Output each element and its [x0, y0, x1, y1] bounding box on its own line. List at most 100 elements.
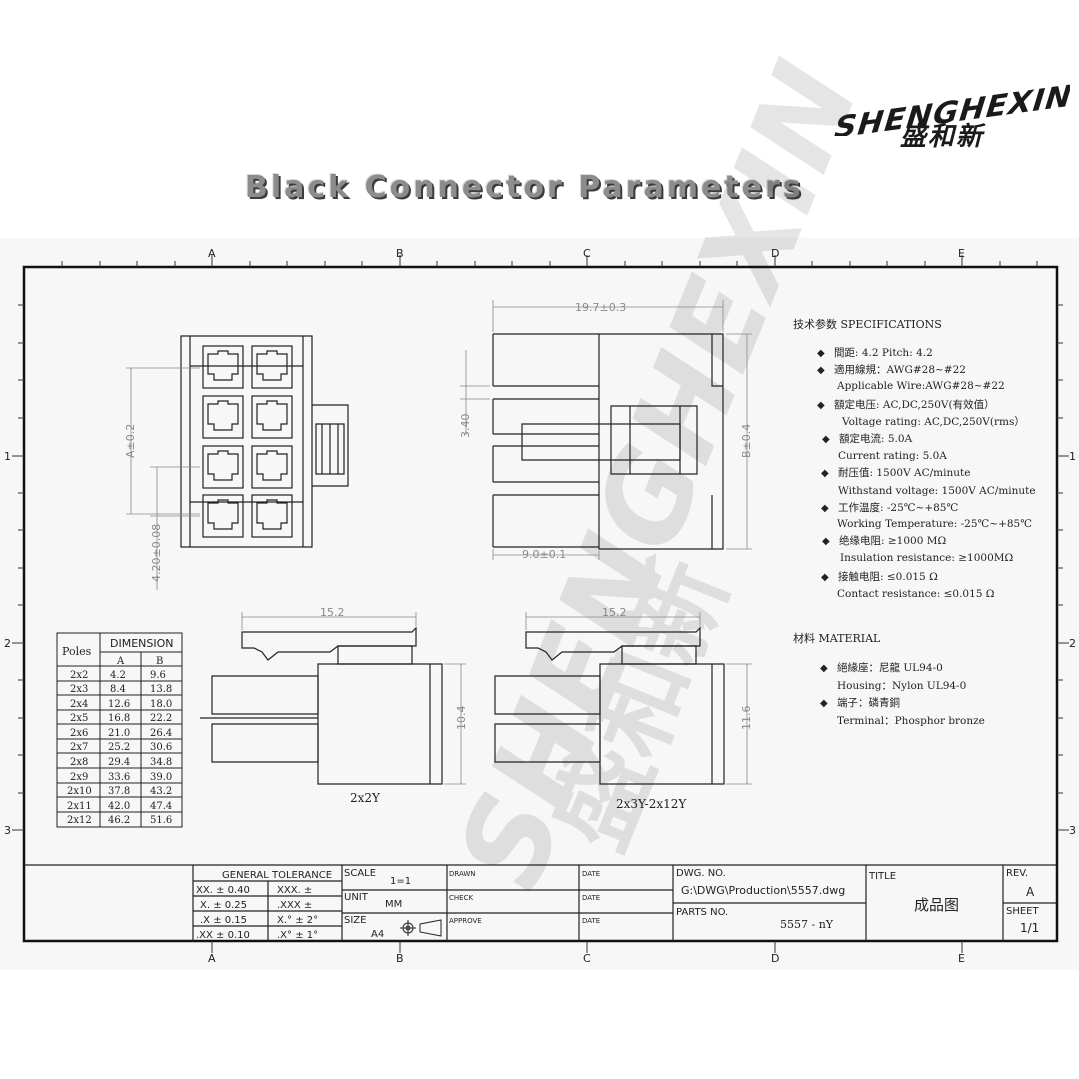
- table-cell: 26.4: [150, 728, 172, 739]
- dim-top-width: 19.7±0.3: [575, 301, 626, 314]
- spec-item-en: Insulation resistance: ≥1000MΩ: [840, 552, 1014, 564]
- spec-item-en: Voltage rating: AC,DC,250V(rms）: [841, 416, 1025, 428]
- dwg-no-value: G:\DWG\Production\5557.dwg: [681, 884, 845, 897]
- parts-no-label: PARTS NO.: [676, 907, 728, 918]
- spec-item-cn: 工作温度: -25℃~+85℃: [838, 501, 958, 514]
- table-cell: 8.4: [110, 684, 126, 695]
- grid-row-label: 2: [4, 637, 11, 650]
- table-header-a: A: [116, 656, 125, 667]
- drawing-sheet-background: [0, 238, 1079, 970]
- table-cell: 2x2: [70, 670, 88, 681]
- table-cell: 18.0: [150, 699, 172, 710]
- table-cell: 43.2: [150, 786, 172, 797]
- tolerance-cell: .XX ± 0.10: [196, 930, 250, 941]
- drawing-frame: [22, 265, 1059, 943]
- check-label: CHECK: [449, 894, 473, 902]
- cavity-grid: [202, 345, 293, 538]
- table-cell: 2x5: [70, 713, 88, 724]
- spec-item-cn: 接触电阻: ≤0.015 Ω: [838, 570, 938, 583]
- specs-heading: 技术参数 SPECIFICATIONS: [793, 317, 942, 331]
- rev-value: A: [1026, 885, 1035, 899]
- table-header-poles: Poles: [62, 645, 92, 658]
- table-cell: 2x3: [70, 684, 88, 695]
- grid-row-label: 2: [1069, 637, 1076, 650]
- bullet-icon: ◆: [817, 365, 825, 376]
- general-tolerance-label: GENERAL TOLERANCE: [222, 870, 332, 881]
- scale-value: 1=1: [390, 876, 411, 887]
- grid-col-label: D: [771, 247, 779, 260]
- sheet-label: SHEET: [1006, 906, 1040, 917]
- table-cell: 2x12: [67, 815, 92, 826]
- grid-row-label: 1: [1069, 450, 1076, 463]
- dim-pitch: 4.20±0.08: [150, 524, 163, 582]
- unit-label: UNIT: [344, 892, 369, 903]
- watermark: SHENGHEXIN 盛和新: [431, 44, 886, 905]
- tolerance-cell: XXX. ±: [277, 885, 312, 896]
- table-cell: 13.8: [150, 684, 172, 695]
- material-item-cn: 絕緣座：尼龍 UL94-0: [837, 661, 943, 674]
- approve-label: APPROVE: [449, 917, 482, 925]
- table-cell: 46.2: [108, 815, 130, 826]
- label-side-left: 2x2Y: [350, 791, 381, 805]
- dim-b: B±0.4: [740, 424, 753, 458]
- table-cell: 42.0: [108, 801, 130, 812]
- size-value: A4: [371, 929, 384, 940]
- brand-logo: SHENGHEXIN: [833, 79, 1070, 136]
- drawn-label: DRAWN: [449, 870, 476, 878]
- date-label: DATE: [582, 917, 600, 925]
- material-item-en: Terminal：Phosphor bronze: [837, 715, 985, 727]
- spec-item-en: Applicable Wire:AWG#28~#22: [836, 380, 1005, 392]
- bullet-icon: ◆: [821, 503, 829, 514]
- table-cell: 51.6: [150, 815, 172, 826]
- table-cell: 2x8: [70, 757, 88, 768]
- table-cell: 2x11: [67, 801, 92, 812]
- dim-front: 9.0±0.1: [522, 548, 566, 561]
- dim-side-left-height: 10.4: [455, 706, 468, 731]
- label-side-right: 2x3Y-2x12Y: [616, 797, 687, 811]
- brand-logo-chinese: 盛和新: [900, 122, 985, 152]
- dim-pitch-vertical: 3.40: [459, 414, 472, 439]
- spec-item-en: Withstand voltage: 1500V AC/minute: [838, 485, 1036, 497]
- table-cell: 16.8: [108, 713, 130, 724]
- table-cell: 2x6: [70, 728, 88, 739]
- front-view: [126, 335, 349, 590]
- table-cell: 2x9: [70, 772, 88, 783]
- side-view-left: [200, 612, 466, 785]
- table-cell: 2x10: [67, 786, 92, 797]
- grid-col-label: A: [208, 952, 216, 965]
- material-item-en: Housing：Nylon UL94-0: [837, 680, 966, 692]
- unit-value: MM: [385, 899, 402, 910]
- page-title: Black Connector Parameters: [245, 170, 804, 205]
- sheet-value: 1/1: [1020, 921, 1039, 935]
- bullet-icon: ◆: [821, 468, 829, 479]
- table-header-dimension: DIMENSION: [110, 637, 174, 650]
- spec-item-en: Working Temperature: -25℃~+85℃: [837, 518, 1032, 530]
- dim-side-right-width: 15.2: [602, 606, 627, 619]
- table-cell: 39.0: [150, 772, 172, 783]
- table-cell: 9.6: [150, 670, 166, 681]
- rev-label: REV.: [1006, 868, 1028, 879]
- grid-col-label: B: [396, 247, 404, 260]
- tolerance-cell: X. ± 0.25: [200, 900, 247, 911]
- date-label: DATE: [582, 870, 600, 878]
- scale-label: SCALE: [344, 868, 376, 879]
- table-cell: 25.2: [108, 742, 130, 753]
- dim-side-right-height: 11.6: [740, 706, 753, 731]
- bullet-icon: ◆: [822, 434, 830, 445]
- dim-side-left-width: 15.2: [320, 606, 345, 619]
- bullet-icon: ◆: [822, 536, 830, 547]
- dwg-no-label: DWG. NO.: [676, 868, 726, 879]
- parts-no-value: 5557 - nY: [780, 918, 834, 931]
- table-cell: 29.4: [108, 757, 130, 768]
- title-block: GENERAL TOLERANCE XX. ± 0.40 XXX. ± X. ±…: [24, 864, 1057, 941]
- bullet-icon: ◆: [820, 663, 828, 674]
- table-header-b: B: [156, 656, 163, 667]
- grid-col-label: E: [958, 952, 965, 965]
- spec-item-cn: 額定电压: AC,DC,250V(有效值）: [834, 398, 995, 411]
- table-cell: 34.8: [150, 757, 172, 768]
- title-label: TITLE: [868, 871, 896, 882]
- spec-item-cn: 間距: 4.2 Pitch: 4.2: [834, 347, 933, 359]
- table-cell: 4.2: [110, 670, 126, 681]
- grid-col-label: D: [771, 952, 779, 965]
